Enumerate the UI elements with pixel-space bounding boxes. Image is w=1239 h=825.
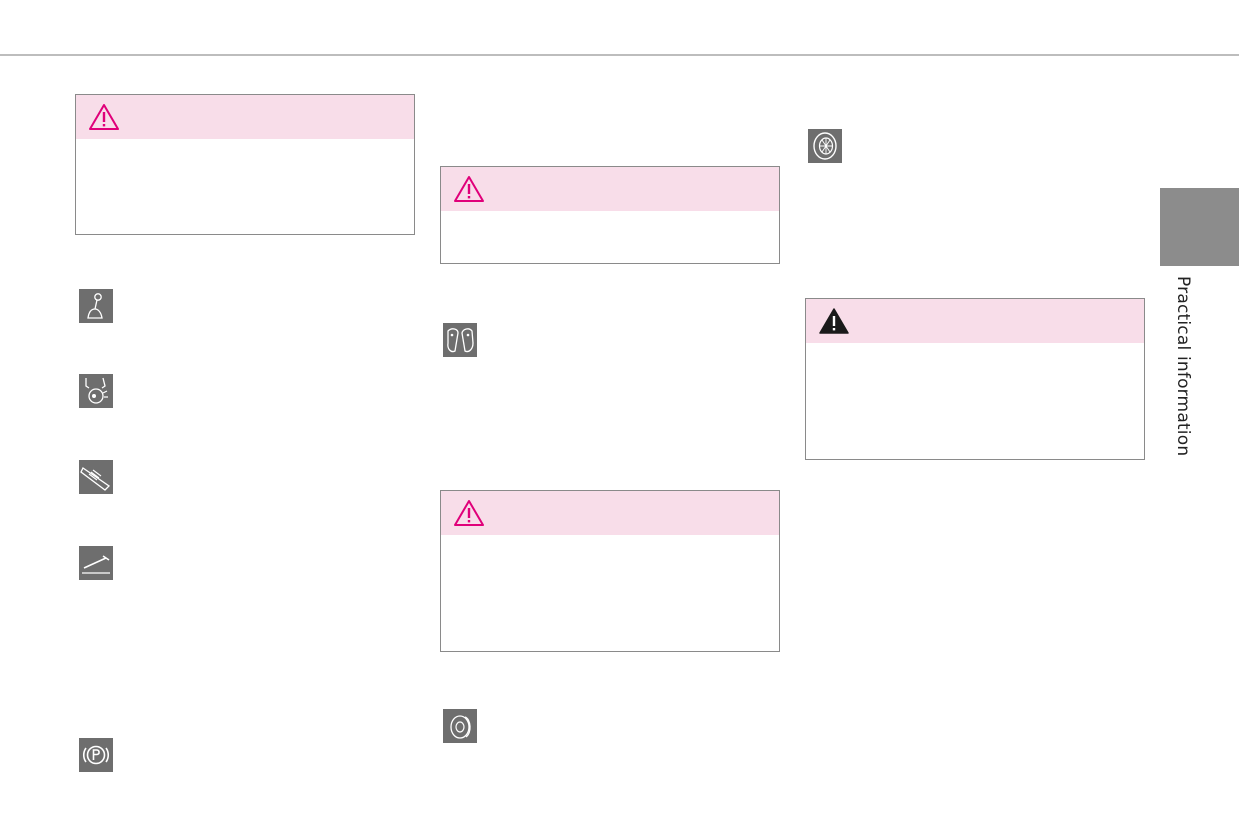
brake-pedal-icon: [79, 546, 113, 580]
tire-wheel-icon: [808, 129, 842, 163]
warning-box-2: [440, 166, 780, 264]
caution-triangle-icon: [89, 104, 119, 130]
brake-disc-icon: [443, 709, 477, 743]
warning-box-3: [440, 490, 780, 652]
warning-header: [441, 491, 779, 535]
caution-triangle-icon: [454, 176, 484, 202]
warning-header: [806, 299, 1144, 343]
warning-solid-triangle-icon: [819, 308, 849, 334]
warning-header: [441, 167, 779, 211]
header-rule: [0, 54, 1239, 56]
warning-header: [76, 95, 414, 139]
clutch-disc-icon: [79, 460, 113, 494]
chapter-tab-label: Practical information: [1173, 276, 1193, 457]
caution-triangle-icon: [454, 500, 484, 526]
warning-box-1: [75, 94, 415, 235]
pedal-adjust-icon: [79, 374, 113, 408]
chapter-tab[interactable]: [1160, 188, 1239, 266]
parking-brake-icon: [79, 738, 113, 772]
shift-lever-icon: [79, 289, 113, 323]
warning-box-4: [805, 298, 1145, 460]
brake-pads-icon: [443, 323, 477, 357]
